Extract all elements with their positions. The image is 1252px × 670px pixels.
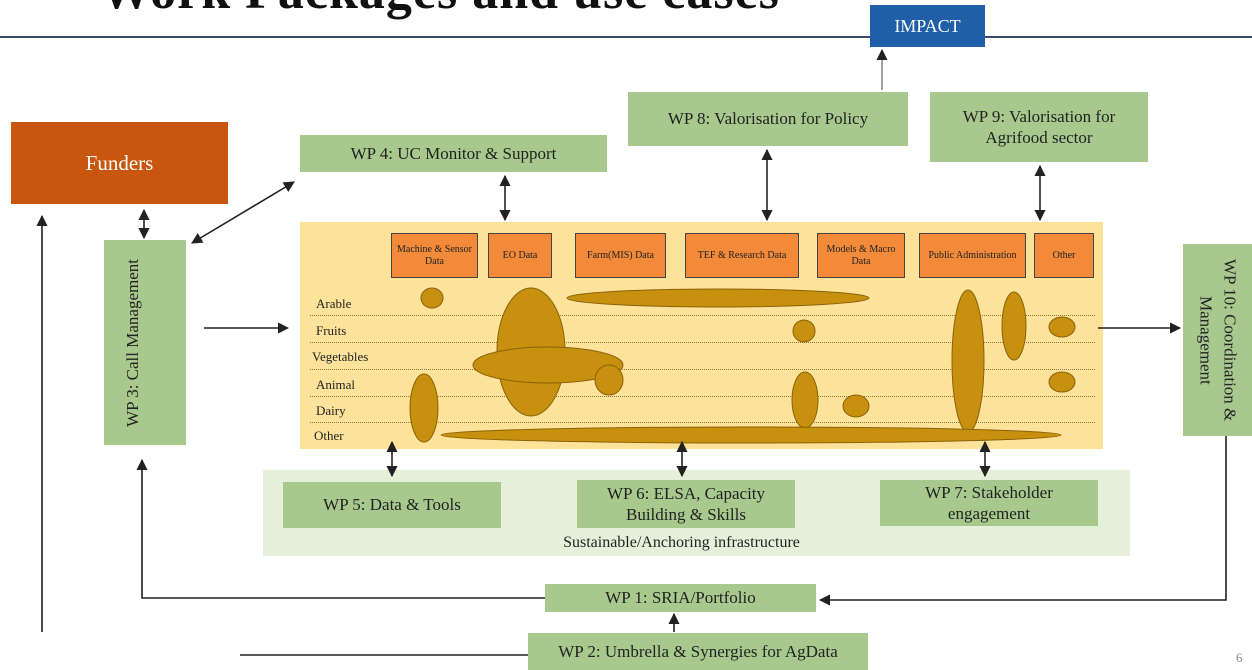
infrastructure-label: Sustainable/Anchoring infrastructure	[563, 534, 800, 551]
use-case-ellipses	[409, 287, 1076, 444]
row-label-fruits: Fruits	[316, 323, 347, 338]
wp10-label: WP 10: Coordination & Management	[1196, 258, 1240, 422]
row-label-dairy: Dairy	[316, 403, 346, 418]
row-separator	[310, 315, 1095, 316]
row-separator	[310, 369, 1095, 370]
source-machine-sensor-data: Machine & Sensor Data	[391, 233, 478, 278]
wp5-box: WP 5: Data & Tools	[283, 482, 501, 528]
row-label-arable: Arable	[316, 296, 352, 311]
use-case-ellipse	[420, 287, 444, 309]
row-separator	[310, 396, 1095, 397]
use-case-ellipse	[1001, 291, 1027, 361]
source-other: Other	[1034, 233, 1094, 278]
source-tef-research-data: TEF & Research Data	[685, 233, 799, 278]
use-case-ellipse	[440, 426, 1062, 444]
title-divider	[0, 36, 1252, 38]
wp4-box: WP 4: UC Monitor & Support	[300, 135, 607, 172]
wp2-box: WP 2: Umbrella & Synergies for AgData	[528, 633, 868, 670]
arrow-wp3-wp4	[191, 181, 295, 244]
wp1-box: WP 1: SRIA/Portfolio	[545, 584, 816, 612]
wp6-box: WP 6: ELSA, Capacity Building & Skills	[577, 480, 795, 528]
use-case-ellipse	[1048, 371, 1076, 393]
row-label-other: Other	[314, 428, 344, 443]
source-eo-data: EO Data	[488, 233, 552, 278]
wp7-box: WP 7: Stakeholder engagement	[880, 480, 1098, 526]
row-label-vegetables: Vegetables	[312, 349, 369, 364]
use-case-ellipse	[594, 364, 624, 396]
wp8-box: WP 8: Valorisation for Policy	[628, 92, 908, 146]
use-case-ellipse	[1048, 316, 1076, 338]
row-separator	[310, 342, 1095, 343]
use-case-matrix: Machine & Sensor Data EO Data Farm(MIS) …	[300, 222, 1103, 449]
arrow-wp10-wp1	[818, 436, 1227, 606]
use-case-ellipse	[566, 288, 870, 308]
impact-box: IMPACT	[870, 5, 985, 47]
use-case-ellipse	[792, 319, 816, 343]
row-label-animal: Animal	[316, 377, 355, 392]
use-case-ellipse	[472, 346, 624, 384]
source-public-administration: Public Administration	[919, 233, 1026, 278]
wp9-box: WP 9: Valorisation for Agrifood sector	[930, 92, 1148, 162]
source-farm-mis-data: Farm(MIS) Data	[575, 233, 666, 278]
use-case-ellipse	[842, 394, 870, 418]
page-title: Work Packages and use cases	[100, 0, 780, 21]
arrow-wp1-wp3	[136, 458, 545, 599]
page-number: 6	[1236, 650, 1243, 665]
wp10-box: WP 10: Coordination & Management	[1183, 244, 1252, 436]
source-models-macro-data: Models & Macro Data	[817, 233, 905, 278]
use-case-ellipse	[409, 373, 439, 443]
row-separator	[310, 422, 1095, 423]
wp3-box: WP 3: Call Management	[104, 240, 186, 445]
